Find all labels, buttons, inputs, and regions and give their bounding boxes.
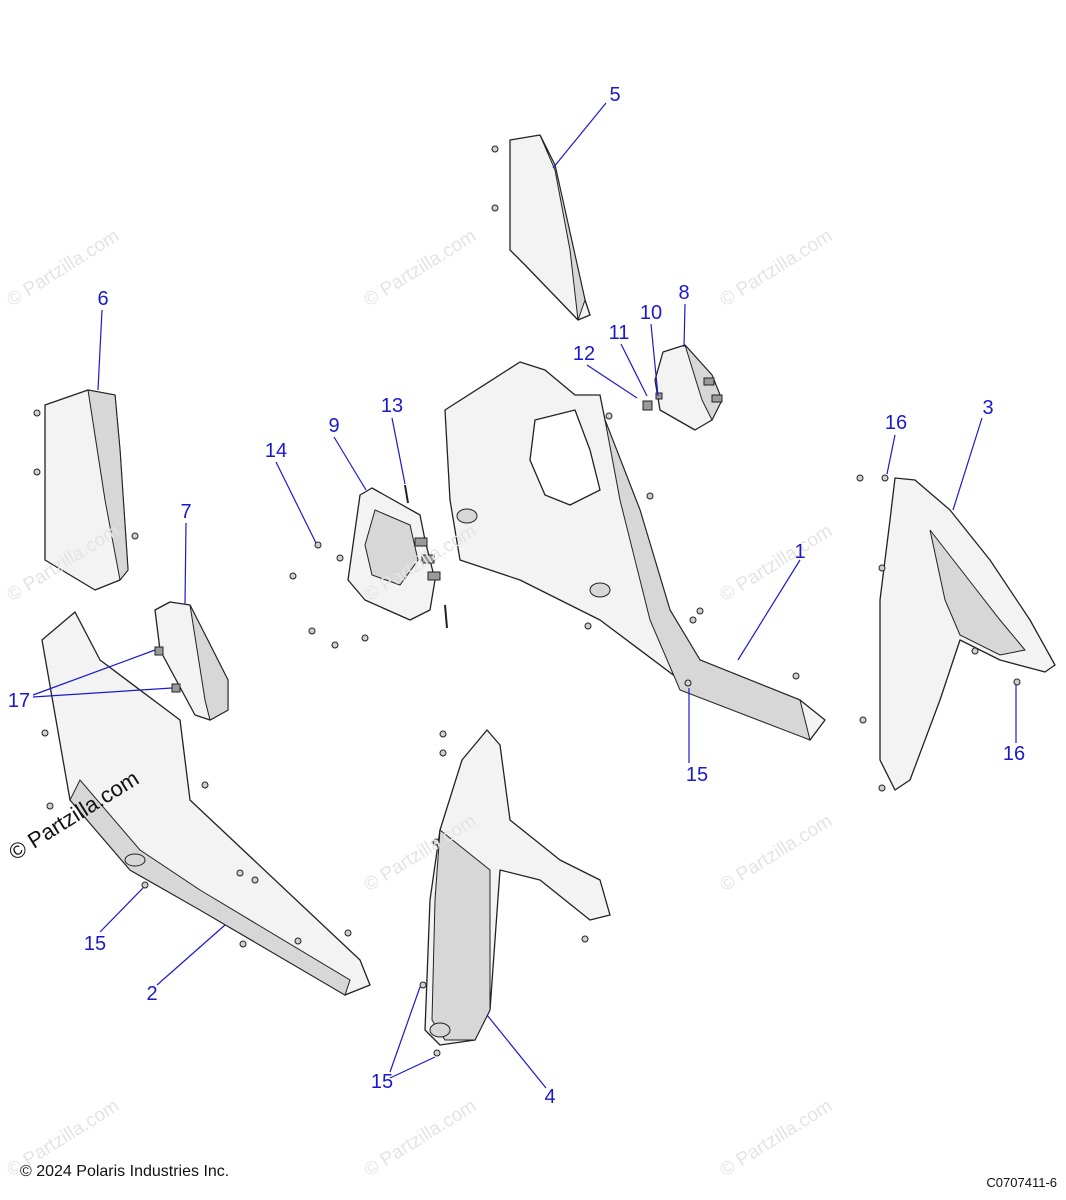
callout-10: 10 bbox=[639, 302, 663, 324]
callout-16: 16 bbox=[1002, 743, 1026, 765]
callout-4: 4 bbox=[544, 1086, 556, 1108]
callout-17: 17 bbox=[7, 690, 31, 712]
callout-14: 14 bbox=[264, 440, 288, 462]
part-3-right-panel bbox=[856, 474, 1056, 792]
part-6-upper-panel bbox=[33, 389, 139, 591]
callout-6: 6 bbox=[97, 288, 109, 310]
callout-1: 1 bbox=[794, 541, 806, 563]
part-9-bracket bbox=[289, 484, 448, 649]
callout-8: 8 bbox=[678, 282, 690, 304]
part-1-main-panel bbox=[444, 361, 826, 741]
diagram-code: C0707411-6 bbox=[986, 1175, 1057, 1190]
callout-12: 12 bbox=[572, 343, 596, 365]
callout-7: 7 bbox=[180, 501, 192, 523]
copyright-text: © 2024 Polaris Industries Inc. bbox=[20, 1163, 230, 1180]
part-2-lower-panel bbox=[41, 611, 371, 996]
callout-9: 9 bbox=[328, 415, 340, 437]
callout-3: 3 bbox=[982, 397, 994, 419]
leader-lines bbox=[32, 102, 1017, 1089]
callout-2: 2 bbox=[146, 983, 158, 1005]
part-5-upper-panel bbox=[491, 134, 591, 321]
part-4-lower-panel bbox=[419, 729, 611, 1057]
part-8-cover bbox=[642, 344, 723, 431]
callout-5: 5 bbox=[609, 84, 621, 106]
part-7-pad bbox=[154, 601, 229, 721]
callout-13: 13 bbox=[380, 395, 404, 417]
callout-15: 15 bbox=[685, 764, 709, 786]
callout-11: 11 bbox=[608, 322, 630, 344]
callout-15: 15 bbox=[370, 1071, 394, 1093]
callout-16: 16 bbox=[884, 412, 908, 434]
callout-15: 15 bbox=[83, 933, 107, 955]
